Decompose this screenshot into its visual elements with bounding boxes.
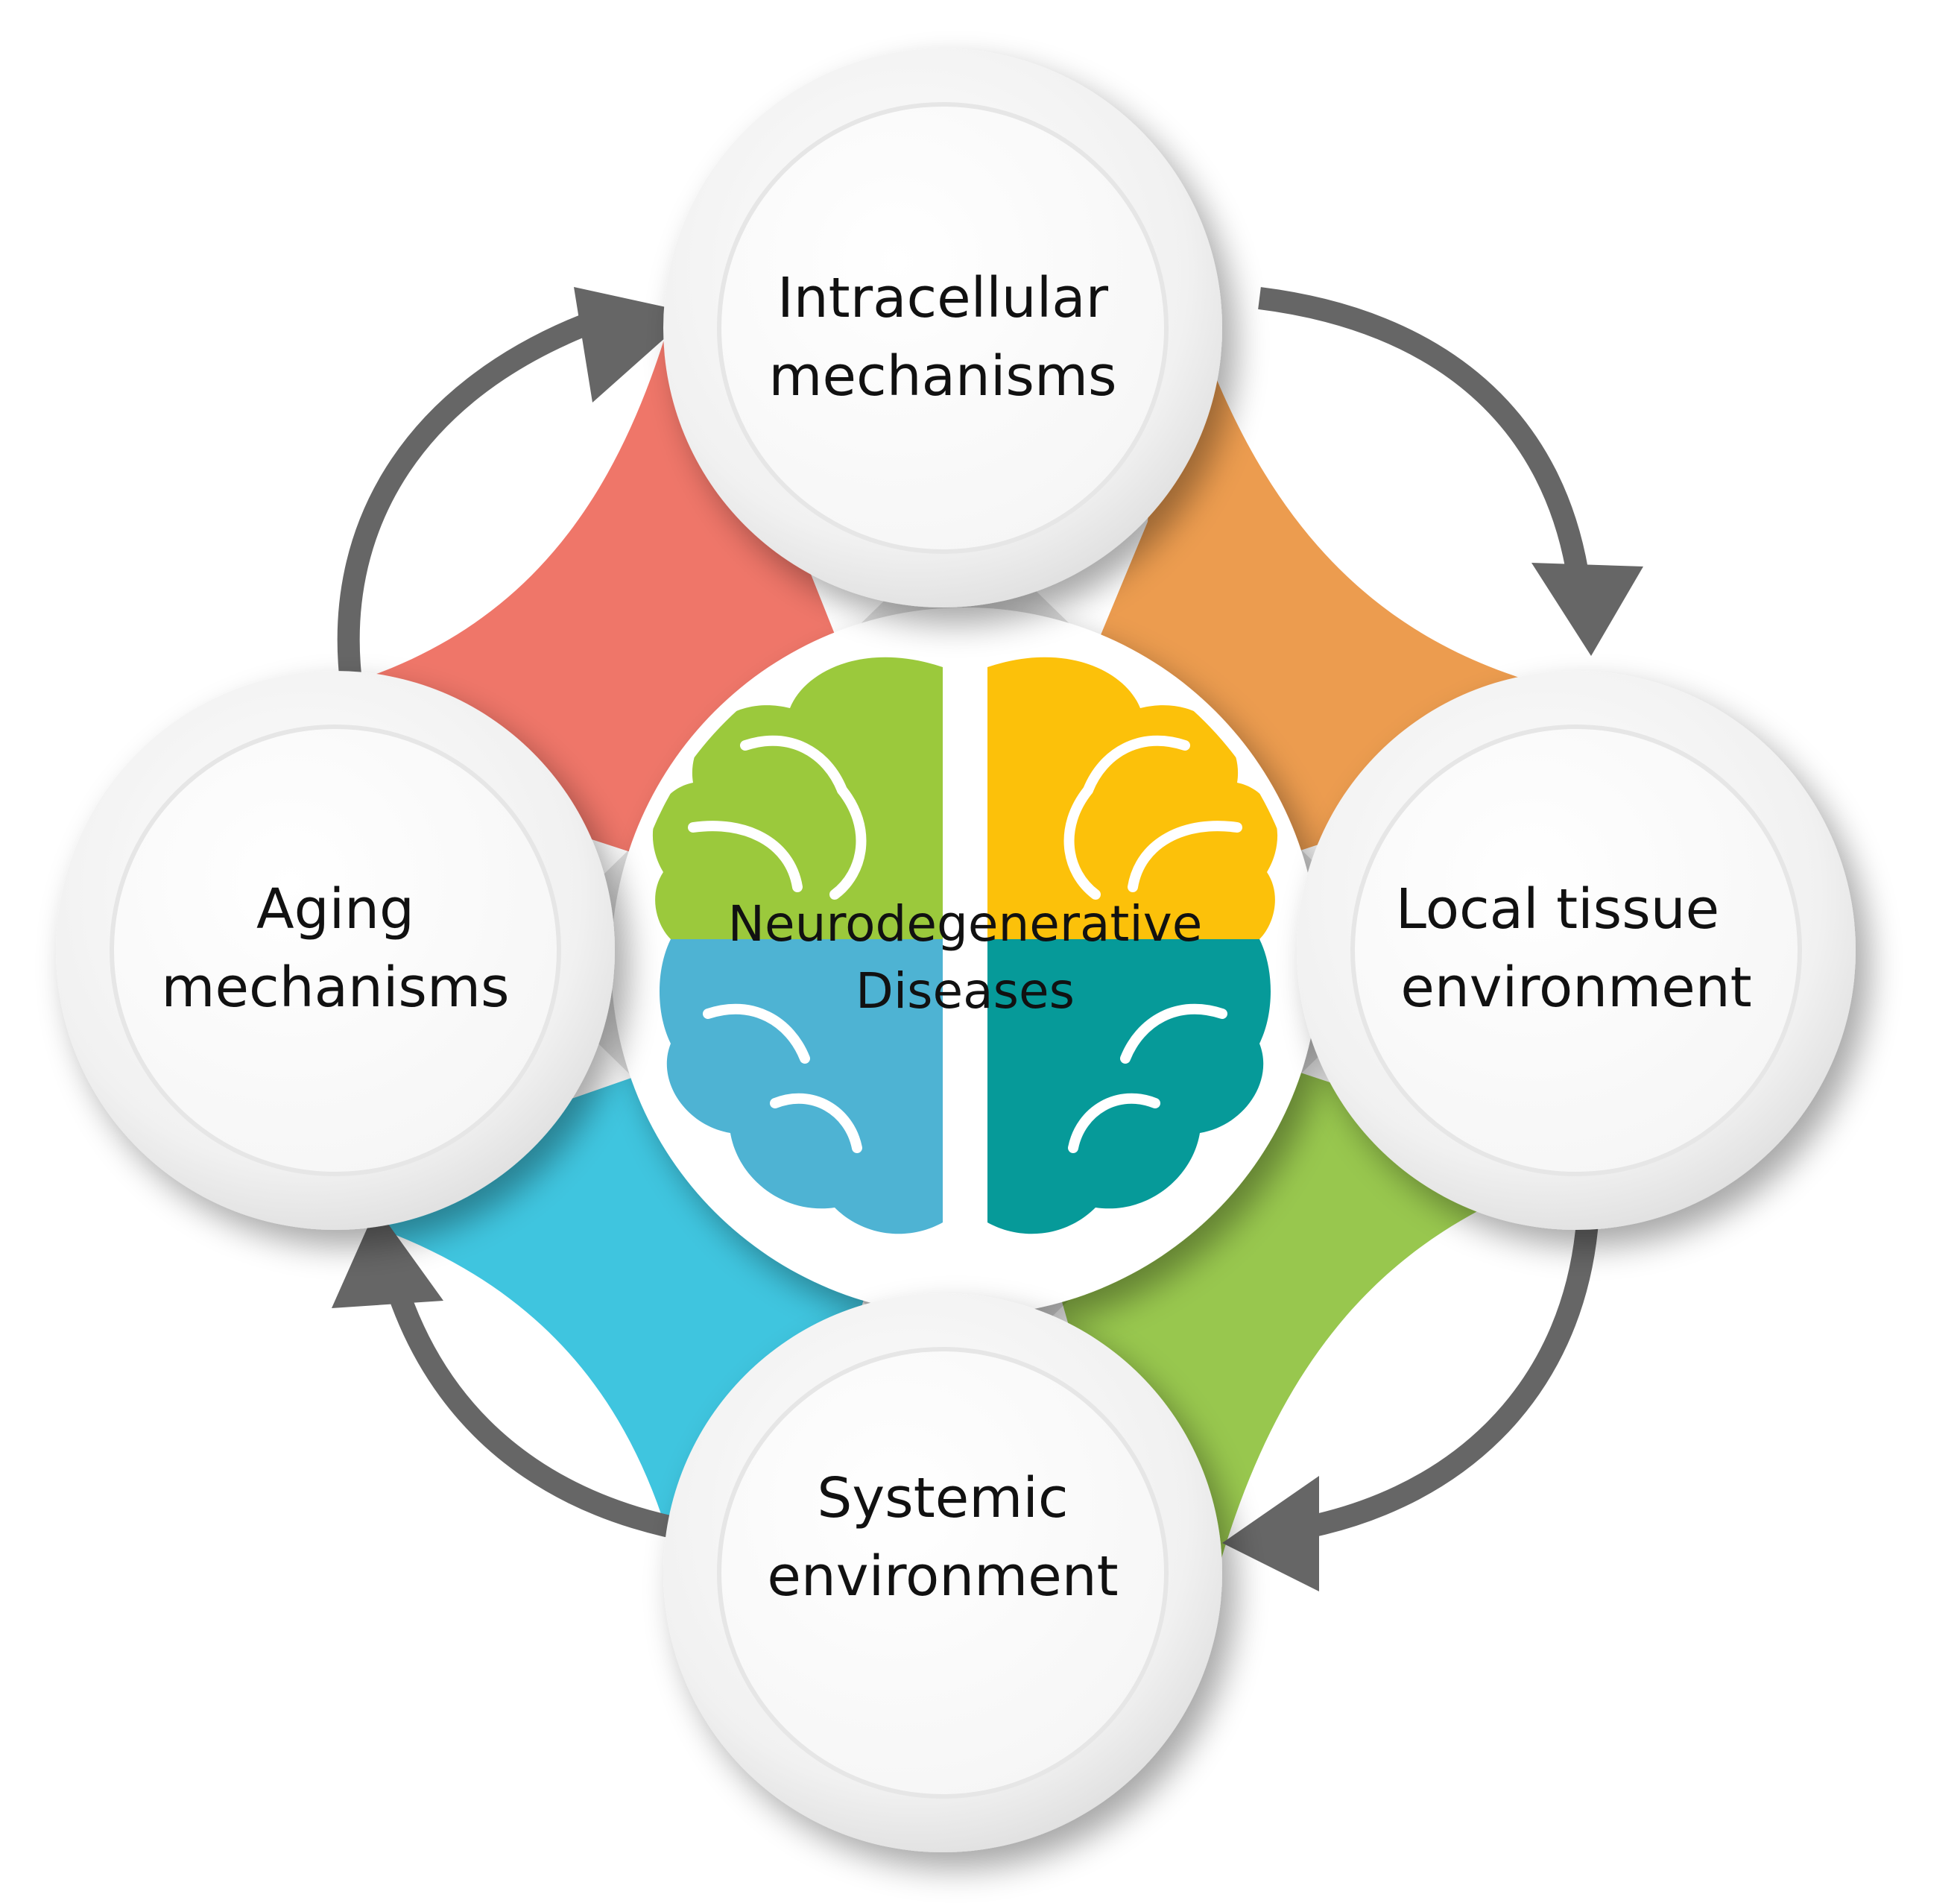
arrowhead-left: [332, 1208, 443, 1308]
brain-folds: [688, 735, 1242, 1153]
node-left-line2: mechanisms: [161, 956, 509, 1020]
arrowhead-top: [574, 287, 693, 403]
node-top-line2: mechanisms: [768, 344, 1116, 408]
node-right: Local tissue environment: [1297, 671, 1856, 1230]
node-bottom-line1: Systemic: [817, 1466, 1068, 1530]
center-label-line1: Neurodegenerative: [728, 895, 1203, 953]
node-bottom-line2: environment: [767, 1544, 1118, 1609]
node-bottom: Systemic environment: [663, 1293, 1222, 1852]
node-top: Intracellular mechanisms: [663, 48, 1222, 607]
node-left: Aging mechanisms: [56, 671, 615, 1230]
center-label-line2: Diseases: [856, 962, 1075, 1020]
arrow-heads: [332, 287, 1643, 1591]
arrowhead-bottom: [1222, 1476, 1319, 1591]
node-top-line1: Intracellular: [777, 266, 1109, 330]
center-brain: Neurodegenerative Diseases: [611, 607, 1319, 1316]
arrowhead-right: [1531, 563, 1643, 656]
node-right-line2: environment: [1400, 956, 1751, 1020]
arrow-left-to-top: [337, 309, 601, 676]
node-left-line1: Aging: [256, 877, 414, 941]
arrow-top-to-right: [1258, 287, 1591, 590]
brain-right-top: [987, 657, 1278, 939]
arrow-right-to-bottom: [1280, 1221, 1599, 1543]
node-right-line1: Local tissue: [1396, 877, 1719, 941]
brain-left-top: [652, 657, 943, 939]
